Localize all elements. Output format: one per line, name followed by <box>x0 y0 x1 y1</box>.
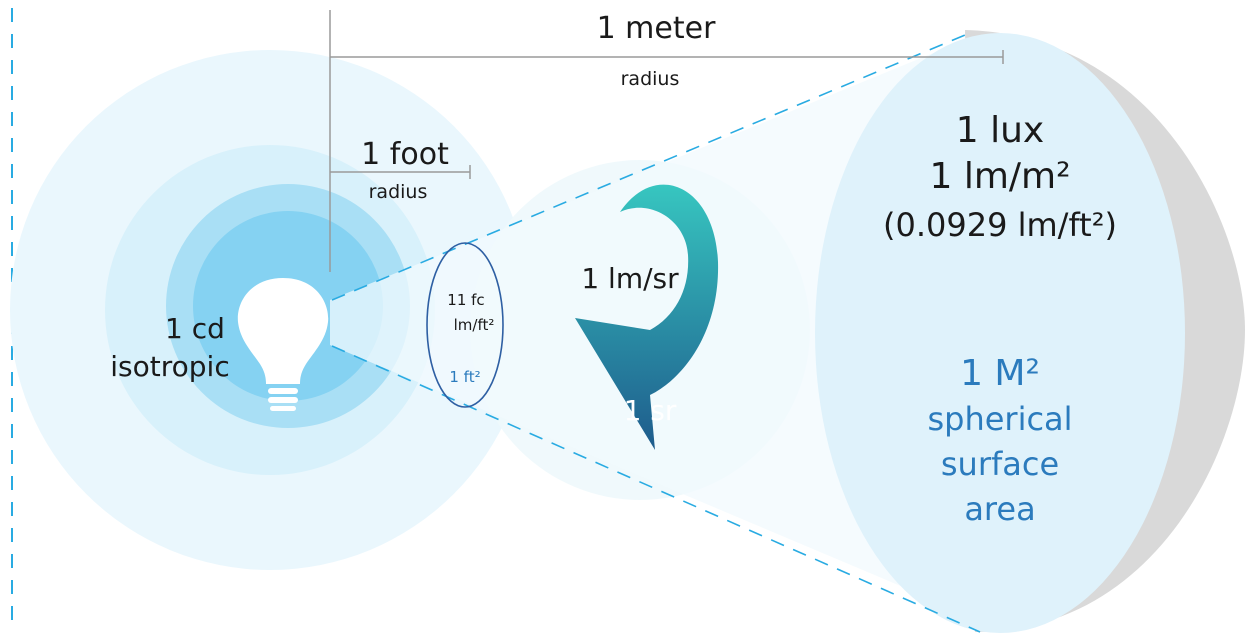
foot-area-ellipse <box>426 242 504 408</box>
disk-face <box>815 33 1185 633</box>
fc-unit-label: lm/ft² <box>454 316 495 334</box>
candela-label: 1 cd <box>165 312 225 345</box>
meter-label: 1 meter <box>597 11 717 46</box>
meter-radius-label: radius <box>621 68 680 90</box>
fc-value-label: 11 fc <box>447 291 484 309</box>
square-meter-label: 1 M² <box>960 353 1040 394</box>
steradian-arrow-icon <box>575 184 719 450</box>
ft2-label: 1 ft² <box>449 368 480 386</box>
lumen-per-m2-label: 1 lm/m² <box>929 156 1070 197</box>
steradian-label: 1 sr <box>624 394 677 427</box>
isotropic-label: isotropic <box>110 350 229 383</box>
light-bulb-icon <box>237 278 329 411</box>
spherical-label: spherical <box>927 400 1072 438</box>
lumen-per-ft2-label: (0.0929 lm/ft²) <box>883 206 1117 244</box>
cone-line-top <box>331 34 966 301</box>
area-label: area <box>964 490 1035 528</box>
lux-label: 1 lux <box>956 110 1044 151</box>
surface-label: surface <box>941 445 1059 483</box>
lumen-per-steradian-label: 1 lm/sr <box>581 262 679 295</box>
foot-label: 1 foot <box>361 137 449 172</box>
foot-radius-label: radius <box>369 181 428 203</box>
